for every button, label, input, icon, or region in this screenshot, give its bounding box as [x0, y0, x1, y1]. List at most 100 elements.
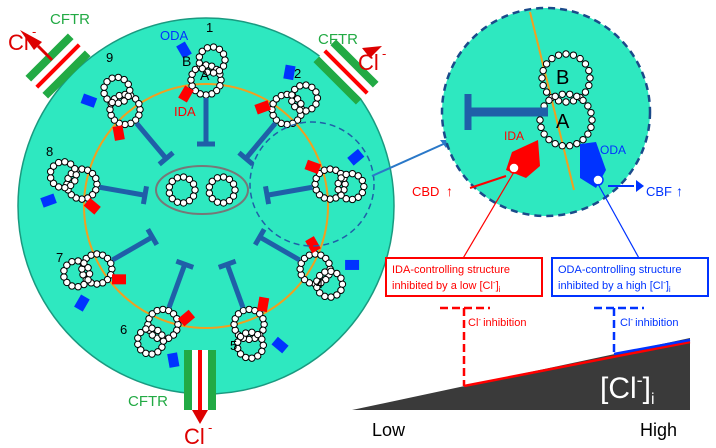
- oda-dynein: [283, 64, 296, 81]
- inset-a-bead: [558, 90, 566, 98]
- b-tubule-bead: [215, 45, 224, 54]
- cl-arrow-top-right: [362, 46, 382, 58]
- cl-label-top-right: Cl: [358, 50, 379, 75]
- inset-b-bead: [539, 81, 547, 90]
- inset-b-bead: [586, 74, 594, 82]
- central-pair-bead: [165, 189, 174, 197]
- inset-a-bead: [551, 92, 559, 101]
- oda-dynein: [176, 41, 192, 59]
- cl-concentration-label: [Cl-]i: [600, 370, 655, 408]
- central-pair-bead: [185, 175, 194, 184]
- b-tubule-bead: [337, 191, 345, 199]
- b-tubule-bead: [46, 174, 55, 182]
- cftr-bottom: [184, 350, 216, 412]
- b-tubule-bead: [333, 269, 341, 278]
- radial-spoke: [111, 234, 154, 263]
- doublet-number-2: 2: [294, 66, 301, 81]
- central-pair-bead: [229, 192, 238, 200]
- b-tubule-bead: [248, 354, 256, 362]
- central-pair-bead: [213, 198, 222, 206]
- central-pair-bead: [208, 177, 216, 186]
- inset-a-bead: [537, 123, 545, 132]
- inset-a-bead: [579, 135, 587, 144]
- inhibition-label-right: Cl-inhibition: [620, 315, 678, 329]
- b-tubule-bead: [74, 283, 82, 291]
- oda-dynein: [271, 336, 289, 354]
- b-tubule-bead: [114, 99, 123, 107]
- highlight-circle: [249, 121, 375, 247]
- doublet-number-4: 4: [316, 276, 323, 291]
- b-tubule-bead: [100, 89, 108, 98]
- inset-b-bead: [554, 51, 563, 59]
- b-tubule-bead: [312, 88, 320, 96]
- b-tubule-bead: [134, 340, 142, 348]
- b-tubule-bead: [159, 337, 168, 345]
- b-tubule-bead: [120, 75, 128, 84]
- b-tubule-bead: [313, 94, 322, 102]
- b-tubule-bead: [126, 86, 134, 95]
- b-tubule-bead: [195, 59, 204, 67]
- cl-arrow-top-left: [20, 30, 42, 50]
- axis-high: High: [640, 420, 677, 440]
- b-tubule-bead: [334, 185, 342, 194]
- ida-box-line2: inhibited by a low [Cl-]i: [392, 278, 501, 294]
- b-tubule-bead: [136, 328, 145, 337]
- spoke-head: [140, 185, 149, 205]
- b-tubule-bead: [68, 257, 76, 266]
- doublet-b-label: B: [182, 53, 191, 69]
- doublet-number-6: 6: [120, 322, 127, 337]
- inset-a-bead: [551, 139, 559, 148]
- ida-dynein: [305, 236, 321, 254]
- inset-doublet-b: B: [556, 67, 569, 89]
- b-tubule-bead: [291, 85, 299, 94]
- oda-dynein: [167, 352, 180, 368]
- cl-sup-bottom: -: [208, 420, 212, 435]
- b-tubule-bead: [63, 278, 71, 287]
- b-tubule-bead: [241, 329, 250, 337]
- inhibition-label-left: Cl-inhibition: [468, 315, 526, 329]
- b-tubule-bead: [66, 160, 75, 168]
- b-tubule-bead: [221, 56, 229, 64]
- cbf-up-arrow: ↑: [676, 183, 683, 199]
- central-pair-bead: [205, 189, 214, 197]
- zoom-connector: [371, 141, 449, 177]
- oda-line: [613, 338, 691, 356]
- b-tubule-bead: [337, 286, 345, 294]
- b-tubule-bead: [236, 332, 245, 341]
- b-tubule-bead: [84, 264, 92, 272]
- central-pair-bead: [189, 192, 198, 200]
- radial-spoke: [134, 121, 169, 161]
- a-tubule-bead: [135, 100, 143, 108]
- doublet-7: [60, 227, 159, 312]
- b-tubule-bead: [68, 282, 76, 290]
- inset-a-bead: [566, 90, 574, 98]
- inset-b-bead: [581, 88, 590, 96]
- ida-line: [463, 340, 691, 388]
- oda-dynein: [40, 193, 57, 208]
- b-tubule-bead: [338, 280, 347, 288]
- central-pair-bead: [173, 198, 182, 206]
- b-tubule-bead: [54, 183, 63, 191]
- b-tubule-bead: [134, 334, 142, 342]
- inset-a-bead: [587, 108, 595, 117]
- a-tubule-bead: [297, 100, 305, 108]
- oda-label: ODA: [160, 28, 189, 43]
- oda-dynein: [74, 294, 90, 312]
- spoke-head: [157, 150, 175, 167]
- inset-a-bead: [584, 130, 592, 138]
- b-tubule-bead: [358, 188, 367, 197]
- central-pair-bead: [225, 175, 234, 184]
- b-tubule-bead: [258, 335, 266, 343]
- b-tubule-bead: [72, 171, 80, 179]
- central-pair-bead: [168, 177, 176, 186]
- b-tubule-bead: [209, 69, 218, 77]
- inset-oda-label: ODA: [600, 143, 626, 157]
- doublet-8: [40, 158, 149, 215]
- central-pair-bead: [189, 180, 198, 188]
- cftr-label-top-left: CFTR: [50, 11, 90, 28]
- central-pair-bead: [179, 199, 188, 207]
- b-tubule-bead: [142, 325, 150, 333]
- cl-sup-top-left: -: [32, 24, 36, 39]
- b-tubule-bead: [203, 68, 212, 76]
- b-tubule-bead: [342, 195, 350, 203]
